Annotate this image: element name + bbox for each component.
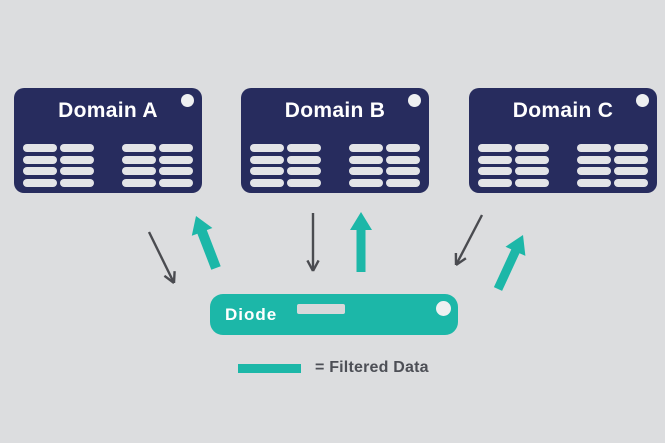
data-row-bar (614, 155, 648, 164)
data-row-bar (122, 178, 156, 187)
filtered-data-swatch-icon (238, 364, 301, 373)
data-row-bar (250, 144, 284, 152)
domain-c-data-rows (478, 144, 648, 187)
data-row-bar (577, 167, 611, 175)
data-row-bar (386, 167, 420, 175)
data-row-bar (478, 167, 512, 175)
data-row-bar (122, 155, 156, 164)
data-row-bar (122, 144, 156, 152)
data-row-bar (478, 155, 512, 164)
domain-a-title: Domain A (58, 99, 158, 122)
diode-status-dot-icon (436, 301, 451, 316)
data-row-bar (614, 178, 648, 187)
domain-box-c: Domain C (469, 88, 657, 193)
data-row-bar (287, 178, 321, 187)
data-row-group (122, 144, 193, 187)
domain-c-down-arrow-icon (454, 214, 484, 266)
data-row-group (349, 144, 420, 187)
data-row-bar (60, 155, 94, 164)
data-row-bar (250, 167, 284, 175)
data-row-bar (515, 178, 549, 187)
data-row-bar (577, 144, 611, 152)
data-row-bar (386, 178, 420, 187)
data-row-bar (250, 155, 284, 164)
data-row-bar (60, 167, 94, 175)
domain-b-data-rows (250, 144, 420, 187)
data-row-bar (23, 144, 57, 152)
diode-box: Diode (210, 294, 458, 335)
data-row-bar (287, 167, 321, 175)
data-row-bar (23, 155, 57, 164)
diode-slot-bar-icon (297, 304, 345, 314)
data-row-bar (478, 144, 512, 152)
data-row-bar (159, 155, 193, 164)
domain-box-b: Domain B (241, 88, 429, 193)
domain-b-status-dot-icon (408, 94, 421, 107)
data-row-bar (159, 167, 193, 175)
data-row-bar (478, 178, 512, 187)
diode-title: Diode (225, 304, 278, 324)
data-row-group (23, 144, 94, 187)
data-row-bar (577, 155, 611, 164)
data-row-bar (386, 155, 420, 164)
legend-label: = Filtered Data (315, 359, 429, 376)
domain-a-status-dot-icon (181, 94, 194, 107)
domain-c-title: Domain C (512, 99, 614, 122)
domain-b-down-arrow-icon (306, 213, 320, 272)
data-row-group (478, 144, 549, 187)
data-row-group (250, 144, 321, 187)
data-row-bar (60, 178, 94, 187)
data-row-bar (349, 167, 383, 175)
domain-c-status-dot-icon (636, 94, 649, 107)
data-row-bar (23, 167, 57, 175)
data-row-bar (159, 144, 193, 152)
data-row-bar (122, 167, 156, 175)
data-row-bar (349, 155, 383, 164)
data-row-bar (515, 144, 549, 152)
data-row-bar (349, 178, 383, 187)
data-row-bar (577, 178, 611, 187)
data-row-bar (287, 155, 321, 164)
data-row-bar (250, 178, 284, 187)
data-row-bar (515, 167, 549, 175)
domain-box-a: Domain A (14, 88, 202, 193)
domain-b-up-arrow-icon (350, 212, 372, 272)
data-row-bar (23, 178, 57, 187)
domain-a-data-rows (23, 144, 193, 187)
domain-b-title: Domain B (284, 99, 386, 122)
domain-c-up-arrow-icon (493, 235, 526, 291)
domain-a-down-arrow-icon (147, 231, 176, 284)
data-row-bar (60, 144, 94, 152)
data-row-bar (614, 167, 648, 175)
data-row-bar (614, 144, 648, 152)
data-row-bar (287, 144, 321, 152)
domain-a-up-arrow-icon (191, 216, 221, 270)
data-row-bar (349, 144, 383, 152)
data-row-bar (159, 178, 193, 187)
data-row-bar (386, 144, 420, 152)
data-row-bar (515, 155, 549, 164)
data-row-group (577, 144, 648, 187)
